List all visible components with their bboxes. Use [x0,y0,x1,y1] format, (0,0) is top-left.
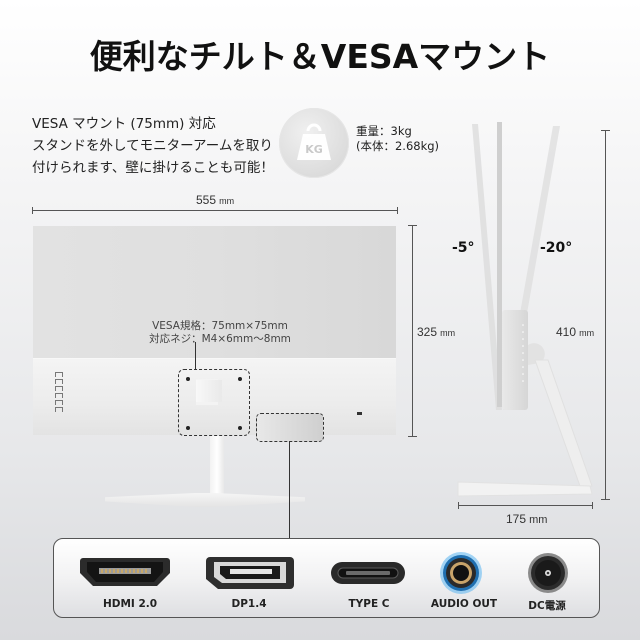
page-title: 便利なチルト＆VESAマウント [89,37,551,76]
vesa-spec-size: VESA規格：75mm×75mm [152,320,288,332]
total-height-line [605,130,606,499]
weight-body: (本体：2.68kg) [356,139,440,153]
vesa-screw-hole [186,377,190,381]
vesa-spec: VESA規格：75mm×75mm 対応ネジ：M4×6mm～8mm [130,320,310,346]
audio-jack-icon [440,552,482,594]
dc-power-icon [528,553,568,593]
vesa-callout-line [195,342,196,369]
vesa-description: VESA マウント (75mm) 対応 スタンドを外してモニターアームを取り 付… [32,113,274,179]
weight-info: 重量：3kg (本体：2.68kg) [356,124,439,154]
stand-neck [210,436,224,496]
displayport-icon [206,557,294,589]
monitor-back-panel [33,226,396,359]
tilt-backward-angle: -20° [540,240,573,256]
port-label: DP1.4 [231,598,267,610]
monitor-side-view [457,122,593,497]
stand-bracket [196,380,222,402]
total-height-label: 410 mm [556,325,595,339]
dimension-tick [408,436,417,437]
power-led [357,412,362,415]
dimension-tick [32,207,33,214]
description-line: スタンドを外してモニターアームを取り [32,138,273,154]
port-audio-out: AUDIO OUT [414,539,514,619]
port-label: TYPE C [348,598,390,610]
vesa-spec-screw: 対応ネジ：M4×6mm～8mm [149,333,291,345]
depth-dimension-line [458,505,593,506]
dimension-tick [601,130,610,131]
weight-total: 重量：3kg [356,124,412,138]
io-callout-line [289,441,290,539]
dimension-tick [408,225,417,226]
port-label: DC電源 [528,600,566,612]
tilt-forward-angle: -5° [452,240,475,256]
port-dc-power: DC電源 [497,539,597,619]
port-label: HDMI 2.0 [102,598,158,610]
control-buttons [55,372,63,414]
svg-text:KG: KG [305,143,323,156]
vesa-screw-hole [238,377,242,381]
io-ports-area [256,413,324,442]
port-label: AUDIO OUT [430,598,498,610]
ports-panel: HDMI 2.0 DP1.4 TYPE C AUDIO OUT [53,538,600,618]
depth-dimension-label: 175 mm [506,512,548,526]
description-line: 付けられます、壁に掛けることも可能！ [32,160,274,176]
usb-c-port-icon [331,562,405,584]
vesa-screw-hole [186,426,190,430]
width-dimension-line [32,210,398,211]
width-dimension-label: 555 mm [196,193,235,207]
dimension-tick [458,502,459,509]
description-line: VESA マウント (75mm) 対応 [32,116,216,132]
dimension-tick [592,502,593,509]
dimension-tick [601,499,610,500]
kg-weight-icon: KG [297,123,331,160]
vesa-screw-hole [238,426,242,430]
stand-base [105,493,305,507]
panel-height-label: 325 mm [417,325,456,339]
port-displayport: DP1.4 [194,539,294,619]
port-hdmi: HDMI 2.0 [72,539,172,619]
port-usb-c: TYPE C [319,539,419,619]
dimension-tick [397,207,398,214]
hdmi-port-icon [80,558,170,586]
panel-height-line [412,225,413,436]
